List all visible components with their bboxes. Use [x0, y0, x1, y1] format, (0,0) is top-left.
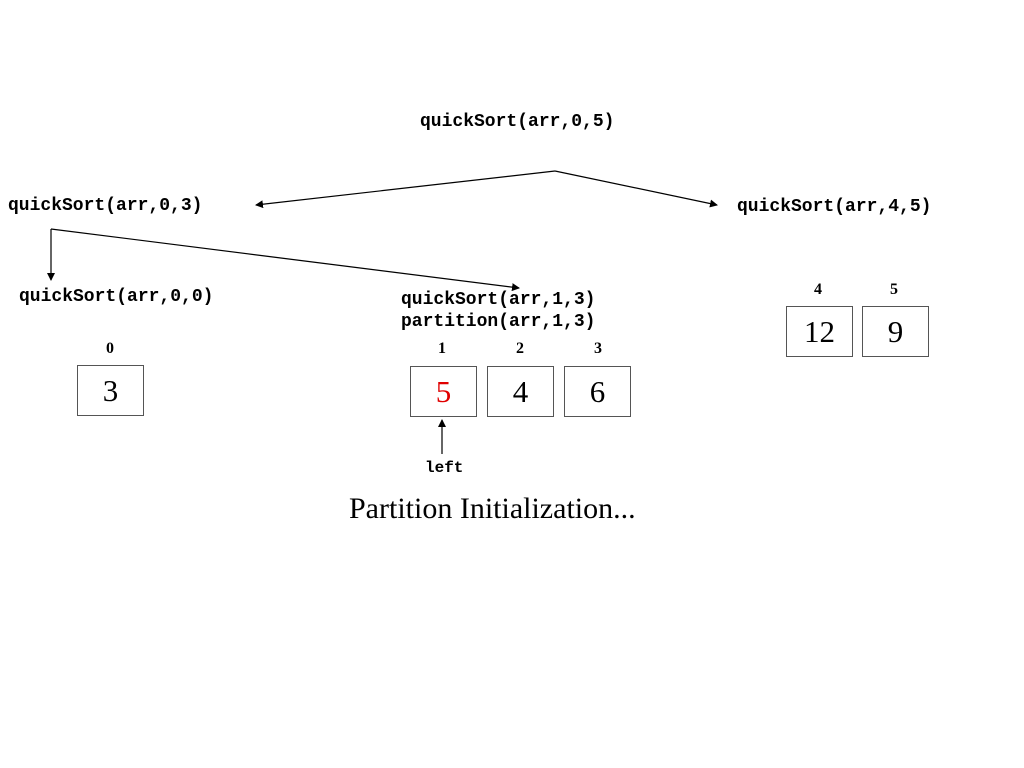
array-index: 1 [438, 340, 446, 357]
array-index: 3 [594, 340, 602, 357]
call-left-right: quickSort(arr,1,3) [401, 290, 596, 310]
call-left-left: quickSort(arr,0,0) [19, 287, 214, 307]
array-index: 5 [890, 281, 898, 298]
array-cell: 12 [786, 306, 853, 357]
arrow-left-to-left-right [50, 228, 520, 292]
arrow-root-to-left [255, 170, 556, 209]
array-index: 4 [814, 281, 822, 298]
array-cell: 9 [862, 306, 929, 357]
call-left: quickSort(arr,0,3) [8, 196, 203, 216]
arrow-root-to-right [554, 170, 718, 208]
call-root: quickSort(arr,0,5) [420, 112, 615, 132]
array-index: 2 [516, 340, 524, 357]
array-cell: 3 [77, 365, 144, 416]
call-partition: partition(arr,1,3) [401, 312, 596, 332]
pointer-label-left: left [425, 459, 464, 477]
array-cell-highlighted: 5 [410, 366, 477, 417]
array-cell: 4 [487, 366, 554, 417]
call-right: quickSort(arr,4,5) [737, 197, 932, 217]
caption: Partition Initialization... [349, 492, 636, 525]
array-index: 0 [106, 340, 114, 357]
array-cell: 6 [564, 366, 631, 417]
